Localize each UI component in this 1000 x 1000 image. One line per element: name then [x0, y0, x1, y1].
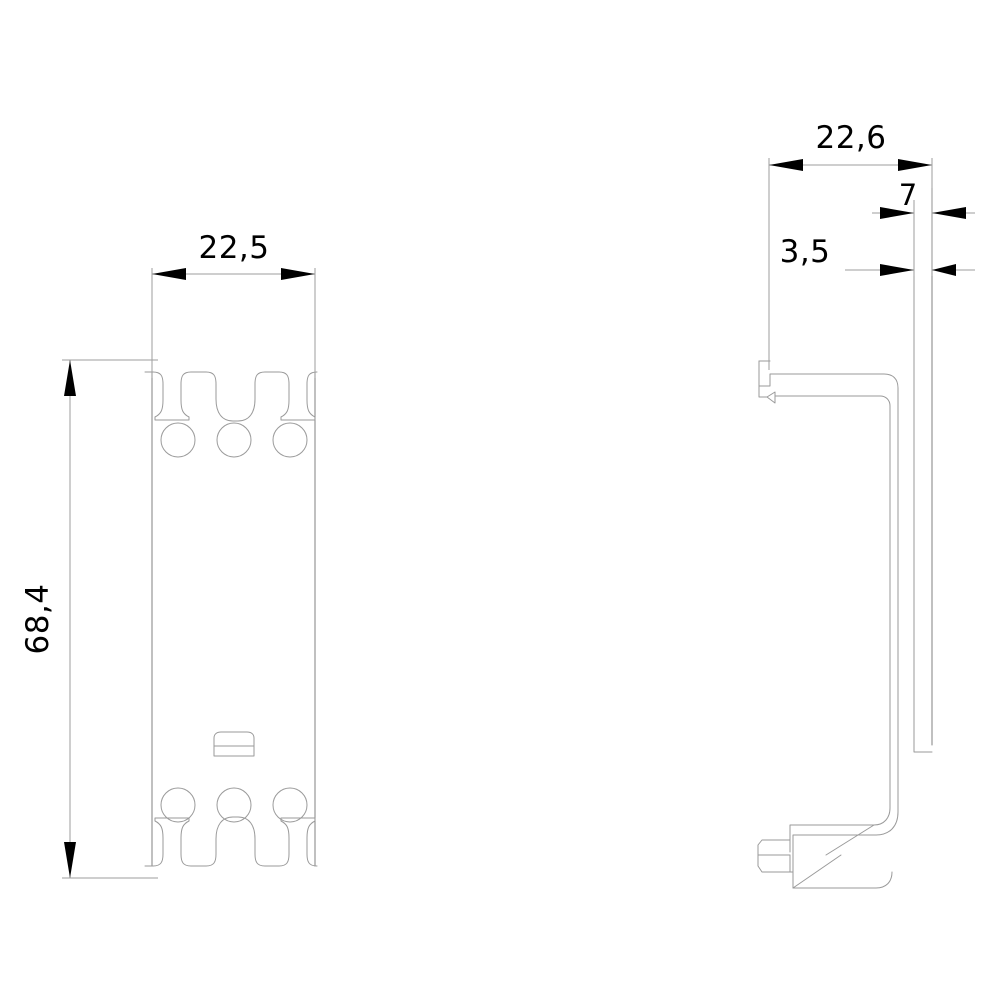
front-view-bottom-terminal-profile: [144, 816, 318, 867]
dimension-label-depth: 22,6: [815, 120, 886, 156]
arrow-head-depth-right: [898, 159, 932, 171]
side-view-top-lip-detail: [758, 360, 776, 404]
front-view-top-terminal-profile: [144, 371, 318, 422]
dimension-depth-22-6: 22,6: [768, 120, 933, 370]
arrow-head-depth-left: [769, 159, 803, 171]
hole-upper-2: [216, 422, 252, 458]
arrow-head-35-right: [932, 264, 956, 276]
front-view-group: [144, 371, 318, 867]
hole-lower-3: [272, 787, 308, 823]
dimension-height-68-4: 68,4: [20, 359, 158, 879]
hole-lower-2: [216, 787, 252, 823]
arrow-head-7-left: [880, 207, 914, 219]
hole-upper-3: [272, 422, 308, 458]
front-view-upper-holes: [160, 422, 308, 458]
dimension-label-width: 22,5: [198, 230, 269, 266]
dimension-step-7: 7: [872, 178, 975, 219]
arrow-head-35-left: [880, 264, 914, 276]
hole-upper-1: [160, 422, 196, 458]
side-view-bottom-hook-detail: [757, 824, 893, 889]
hole-lower-1: [160, 787, 196, 823]
dimension-label-step-3-5: 3,5: [780, 234, 831, 270]
side-view-rear-tab: [913, 741, 933, 753]
dimension-width-22-5: 22,5: [151, 230, 316, 378]
dimension-label-step-7: 7: [899, 178, 917, 212]
arrow-head-left: [152, 268, 186, 280]
arrow-head-top: [64, 360, 76, 396]
dimension-label-height: 68,4: [20, 583, 56, 654]
front-view-lower-holes: [160, 787, 308, 823]
side-view-group: [757, 187, 933, 889]
arrow-head-right: [281, 268, 315, 280]
front-view-center-feature: [213, 731, 255, 757]
dimension-step-3-5: 3,5: [780, 218, 975, 276]
front-view-body-outline: [151, 371, 316, 867]
side-view-body-profile: [758, 360, 899, 873]
arrow-head-bottom: [64, 842, 76, 878]
arrow-head-7-right: [932, 207, 966, 219]
side-view-outer-edges: [913, 187, 933, 746]
